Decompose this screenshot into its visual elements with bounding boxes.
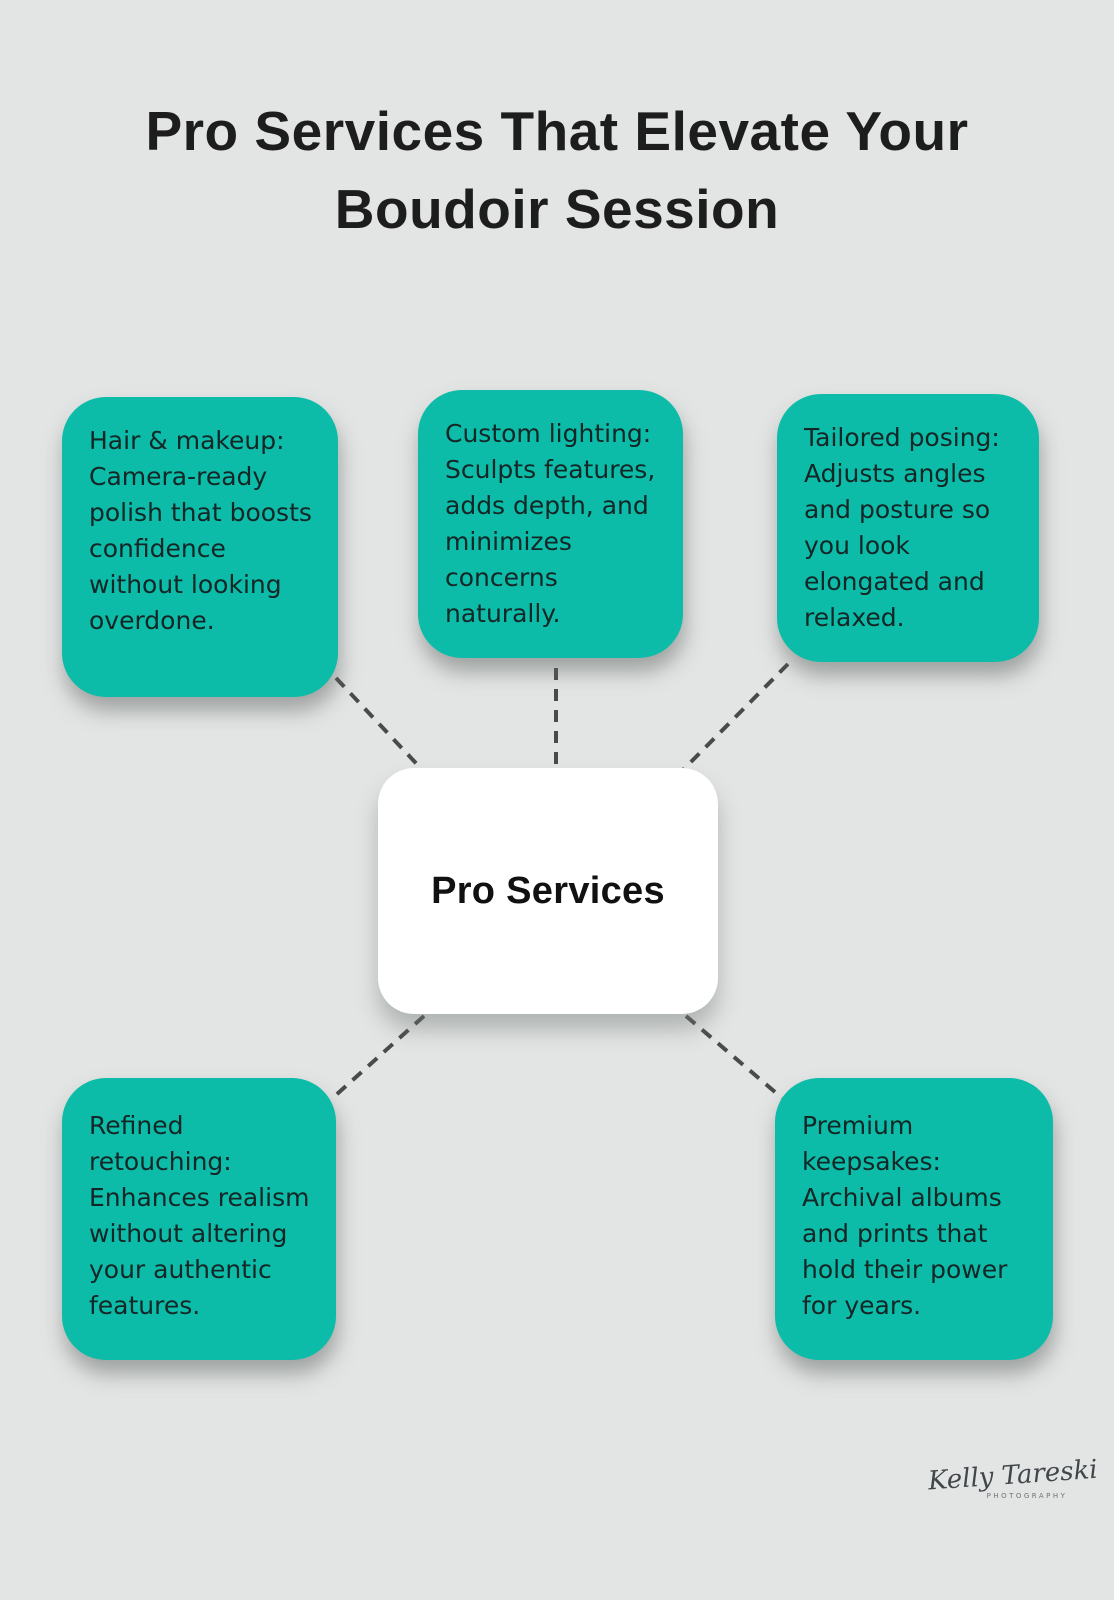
page-title-line-1: Pro Services That Elevate Your <box>145 100 969 162</box>
connector-line-bottom-left <box>334 1014 426 1097</box>
connector-line-top-right <box>674 662 790 779</box>
node-tailored-posing-text: Tailored posing: Adjusts angles and post… <box>804 423 1000 632</box>
node-hair-makeup: Hair & makeup: Camera-ready polish that … <box>62 397 338 697</box>
connector-line-bottom-right <box>684 1014 784 1100</box>
photographer-signature: Kelly Tareski PHOTOGRAPHY <box>927 1455 1098 1500</box>
node-hair-makeup-text: Hair & makeup: Camera-ready polish that … <box>89 426 312 635</box>
node-tailored-posing: Tailored posing: Adjusts angles and post… <box>777 394 1039 662</box>
node-refined-retouching: Refined retouching: Enhances realism wit… <box>62 1078 336 1360</box>
node-premium-keepsakes-text: Premium keepsakes: Archival albums and p… <box>802 1111 1008 1320</box>
center-node-pro-services: Pro Services <box>378 768 718 1014</box>
node-premium-keepsakes: Premium keepsakes: Archival albums and p… <box>775 1078 1053 1360</box>
signature-name: Kelly Tareski <box>927 1454 1099 1497</box>
center-node-label: Pro Services <box>431 869 665 912</box>
node-custom-lighting: Custom lighting: Sculpts features, adds … <box>418 390 683 658</box>
connector-line-top-left <box>334 676 430 778</box>
signature-subtitle: PHOTOGRAPHY <box>986 1492 1068 1500</box>
page-title: Pro Services That Elevate Your Boudoir S… <box>0 92 1114 248</box>
node-custom-lighting-text: Custom lighting: Sculpts features, adds … <box>445 419 656 628</box>
page-title-line-2: Boudoir Session <box>334 178 780 240</box>
node-refined-retouching-text: Refined retouching: Enhances realism wit… <box>89 1111 310 1320</box>
